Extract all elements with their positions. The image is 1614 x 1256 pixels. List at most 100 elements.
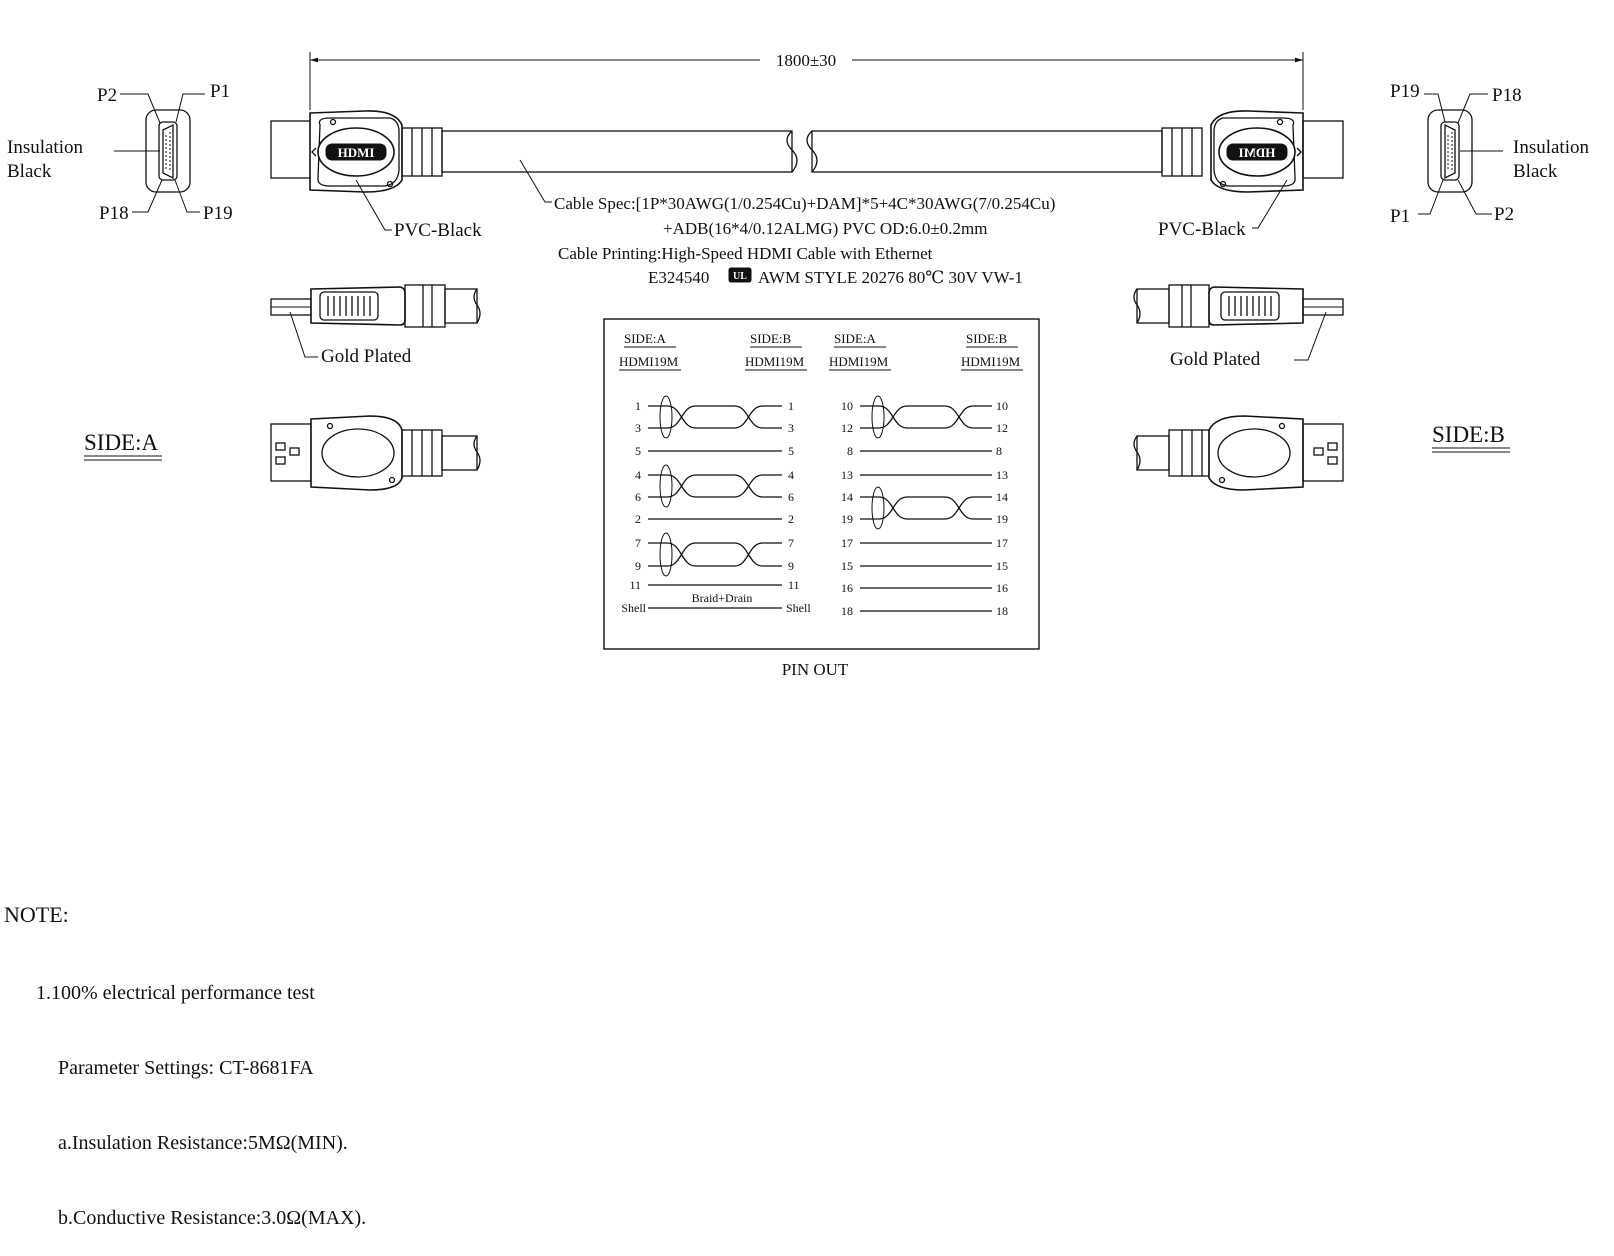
note-line-2: Parameter Settings: CT-8681FA	[58, 1057, 314, 1079]
left-shield-1	[659, 464, 673, 508]
right-shield-0	[871, 395, 885, 439]
pinout-header-a2: SIDE:A	[834, 331, 877, 346]
cable-spec-line2: +ADB(16*4/0.12ALMG) PVC OD:6.0±0.2mm	[663, 219, 987, 238]
pinout-header-a1: SIDE:A	[624, 331, 667, 346]
side-b-p19: P19	[1390, 81, 1420, 102]
pin-label-left-a-9: Shell	[621, 601, 646, 615]
left-shield-0	[659, 395, 673, 439]
svg-text:UL: UL	[733, 271, 747, 282]
cable-spec-line1: Cable Spec:[1P*30AWG(1/0.254Cu)+DAM]*5+4…	[554, 194, 1055, 213]
pin-label-right-a-9: 18	[841, 604, 853, 618]
pin-label-left-a-5: 2	[635, 512, 641, 526]
side-a-side-view: SIDE:A	[84, 415, 481, 491]
side-a-connector-top: HDMI PVC-Black	[270, 110, 798, 241]
cable-spec: Cable Spec:[1P*30AWG(1/0.254Cu)+DAM]*5+4…	[519, 159, 1055, 287]
left-shield-2	[659, 532, 673, 577]
pin-label-right-a-3: 13	[841, 468, 853, 482]
pinout-header-b1: SIDE:B	[750, 331, 792, 346]
side-a-gold-label: Gold Plated	[321, 346, 412, 367]
pin-label-right-b-8: 16	[996, 581, 1008, 595]
pin-label-right-b-2: 8	[996, 444, 1002, 458]
side-b-p1: P1	[1390, 206, 1410, 227]
pin-label-right-b-3: 13	[996, 468, 1008, 482]
side-b-insulation-line1: Insulation	[1513, 137, 1589, 158]
pin-label-right-b-7: 15	[996, 559, 1008, 573]
pin-label-right-a-8: 16	[841, 581, 853, 595]
ul-mark-icon: UL	[728, 267, 752, 283]
length-label: 1800±30	[776, 51, 836, 70]
right-shield-1	[871, 486, 885, 530]
pinout-caption: PIN OUT	[782, 660, 849, 679]
pinout-sub-a1: HDMI19M	[619, 354, 679, 369]
side-b-pvc-label: PVC-Black	[1158, 219, 1246, 240]
pin-label-right-a-7: 15	[841, 559, 853, 573]
side-a-logo: HDMI	[338, 145, 375, 160]
side-b-side-view: SIDE:B	[1133, 415, 1510, 491]
left-pair-2-a	[648, 542, 782, 567]
note-block: NOTE: 1.100% electrical performance test…	[4, 852, 366, 1256]
pin-label-right-b-1: 12	[996, 421, 1008, 435]
left-pair-1-b	[648, 474, 782, 498]
pinout-sub-b1: HDMI19M	[745, 354, 805, 369]
left-pair-0-b	[648, 405, 782, 429]
pin-label-left-a-3: 4	[635, 468, 641, 482]
left-pair-0-a	[648, 405, 782, 429]
pin-label-right-a-5: 19	[841, 512, 853, 526]
pin-label-right-b-5: 19	[996, 512, 1008, 526]
pin-label-left-b-4: 6	[788, 490, 794, 504]
pin-label-right-a-6: 17	[841, 536, 853, 550]
pin-label-right-b-0: 10	[996, 399, 1008, 413]
pin-label-left-b-5: 2	[788, 512, 794, 526]
side-b-insulation-line2: Black	[1513, 161, 1558, 182]
length-dimension: 1800±30	[309, 51, 1304, 110]
cable-spec-line3: Cable Printing:High-Speed HDMI Cable wit…	[558, 244, 933, 263]
side-b-title: SIDE:B	[1432, 422, 1505, 447]
note-line-1: 1.100% electrical performance test	[36, 982, 315, 1004]
pin-label-left-a-4: 6	[635, 490, 641, 504]
side-a-p18: P18	[99, 203, 129, 224]
side-a-p19: P19	[203, 203, 233, 224]
pin-label-left-a-1: 3	[635, 421, 641, 435]
pin-label-left-b-9: Shell	[786, 601, 811, 615]
pin-label-left-b-6: 7	[788, 536, 794, 550]
side-b-end-view: P19 P18 P1 P2 Insulation Black	[1390, 81, 1589, 227]
side-b-p2: P2	[1494, 204, 1514, 225]
pin-label-left-a-2: 5	[635, 444, 641, 458]
pin-label-left-a-6: 7	[635, 536, 641, 550]
side-b-logo: HDMI	[1239, 145, 1276, 160]
right-pair-1-b	[860, 496, 992, 520]
right-pair-0-a	[860, 405, 992, 429]
pin-label-left-b-0: 1	[788, 399, 794, 413]
note-line-3: a.Insulation Resistance:5MΩ(MIN).	[58, 1132, 348, 1154]
pin-label-left-b-1: 3	[788, 421, 794, 435]
pinout-header-b2: SIDE:B	[966, 331, 1008, 346]
pin-label-left-b-7: 9	[788, 559, 794, 573]
side-a-insulation-line2: Black	[7, 161, 52, 182]
side-b-connector-top: HDMI PVC-Black	[806, 110, 1344, 240]
side-a-insulation-line1: Insulation	[7, 137, 83, 158]
pin-label-right-b-9: 18	[996, 604, 1008, 618]
pin-label-right-b-6: 17	[996, 536, 1008, 550]
side-a-p2: P2	[97, 85, 117, 106]
cable-spec-line4-left: E324540	[648, 268, 709, 287]
side-a-pvc-label: PVC-Black	[394, 220, 482, 241]
pin-label-left-a-7: 9	[635, 559, 641, 573]
side-a-p1: P1	[210, 81, 230, 102]
left-pair-2-b	[648, 542, 782, 567]
side-a-top-view: Gold Plated	[270, 284, 481, 367]
left-pair-1-a	[648, 474, 782, 498]
pin-label-right-b-4: 14	[996, 490, 1008, 504]
pin-label-right-a-4: 14	[841, 490, 853, 504]
pin-label-right-a-0: 10	[841, 399, 853, 413]
pin-label-left-b-2: 5	[788, 444, 794, 458]
pin-label-left-b-8: 11	[788, 578, 800, 592]
note-title: NOTE:	[4, 902, 69, 927]
cable-drawing: 1800±30 P2 P1 P18 P19 Insulation Black H…	[7, 51, 1589, 679]
side-b-gold-label: Gold Plated	[1170, 349, 1261, 370]
pin-label-left-a-8: 11	[629, 578, 641, 592]
pin-label-right-a-2: 8	[847, 444, 853, 458]
pinout-sub-b2: HDMI19M	[961, 354, 1021, 369]
right-pair-1-a	[860, 496, 992, 520]
side-a-end-view: P2 P1 P18 P19 Insulation Black	[7, 81, 233, 224]
note-line-4: b.Conductive Resistance:3.0Ω(MAX).	[58, 1207, 367, 1229]
